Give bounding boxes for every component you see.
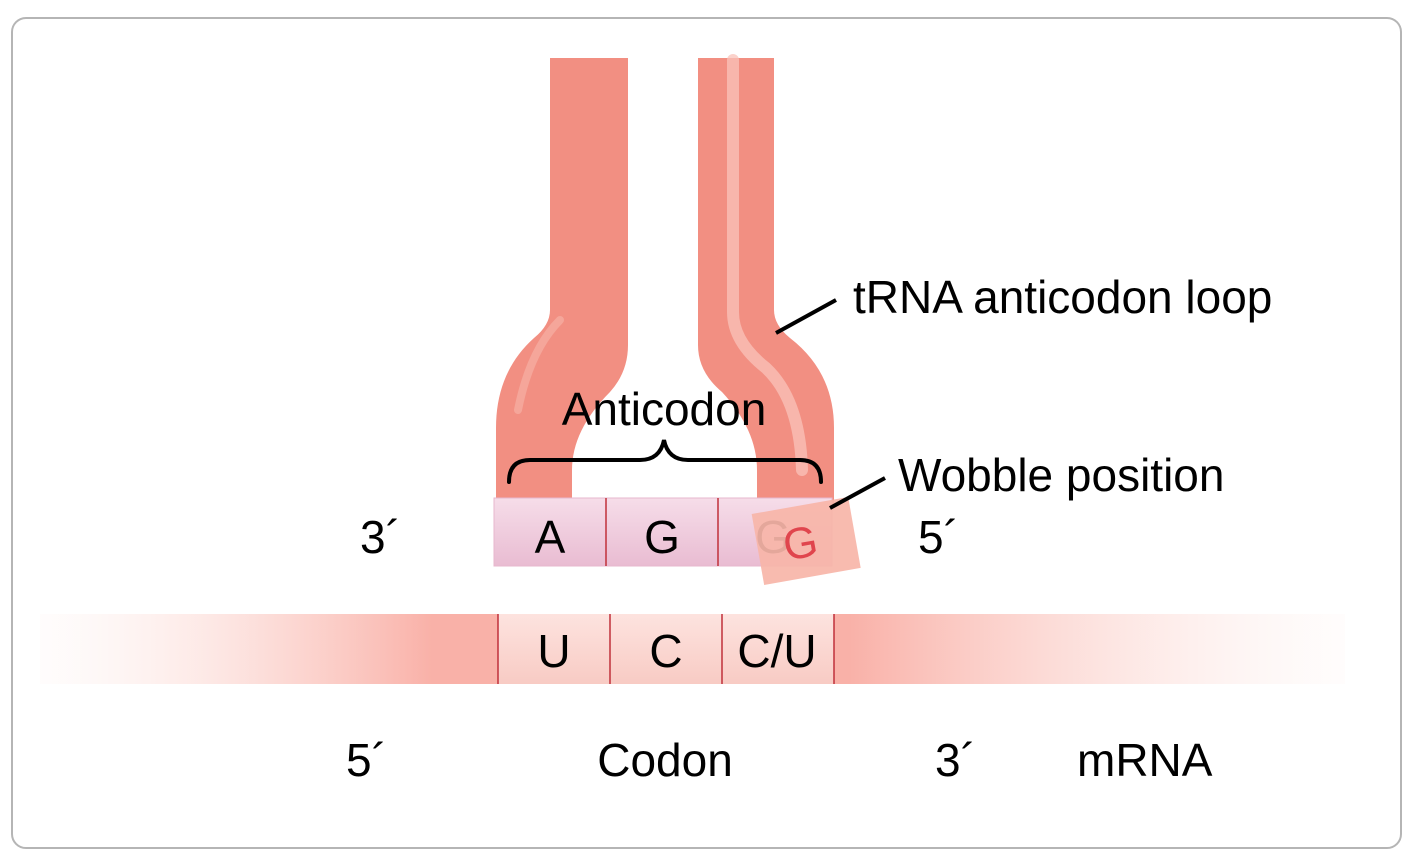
anticodon-base: G: [644, 511, 680, 563]
codon-label: Codon: [597, 734, 733, 786]
wobble-badge: G: [751, 497, 861, 585]
wobble-leader-line: [829, 476, 886, 510]
wobble-base-letter: G: [779, 516, 821, 570]
codon-base: C/U: [737, 625, 816, 677]
mrna-3-prime-end: 3´: [935, 734, 976, 786]
trna-3-prime-end: 3´: [360, 511, 401, 563]
mrna-label: mRNA: [1077, 734, 1213, 786]
codon-base: U: [537, 625, 570, 677]
wobble-position-label: Wobble position: [898, 449, 1224, 501]
codon-box: [497, 614, 835, 684]
trna-loop-leader-line: [775, 298, 837, 335]
trna-5-prime-end: 5´: [918, 511, 959, 563]
anticodon-base: A: [535, 511, 566, 563]
trna-loop-highlight: [727, 54, 808, 476]
mrna-5-prime-end: 5´: [346, 734, 387, 786]
trna-anticodon-loop-label: tRNA anticodon loop: [853, 271, 1272, 323]
trna-anticodon-loop: [496, 54, 834, 508]
anticodon-brace: [507, 439, 823, 484]
anticodon-label: Anticodon: [562, 383, 767, 435]
codon-base: C: [649, 625, 682, 677]
